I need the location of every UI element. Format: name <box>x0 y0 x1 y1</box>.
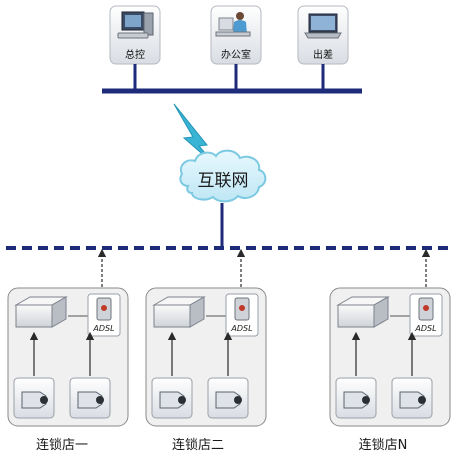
desktop-computer-icon <box>117 11 154 39</box>
camera-lens <box>362 396 370 404</box>
modem-led <box>101 305 107 311</box>
modem-led <box>239 305 245 311</box>
store-label-1: 连锁店一 <box>36 437 88 453</box>
store-panel-2: ADSL <box>145 248 267 427</box>
dvr-box-side <box>189 296 205 328</box>
adsl-label: ADSL <box>414 324 436 333</box>
top-bus <box>102 64 362 94</box>
top-node-office: 办公室 <box>210 5 262 65</box>
adsl-label: ADSL <box>230 324 252 333</box>
internet-label: 互联网 <box>198 171 249 191</box>
camera-lens <box>40 396 48 404</box>
dvr-box-front <box>153 304 191 328</box>
dvr-box-front <box>337 304 375 328</box>
top-node-hq: 总控 <box>109 5 161 65</box>
camera-icon <box>21 391 47 409</box>
top-node-travel: 出差 <box>297 5 349 65</box>
laptop-icon <box>304 13 342 39</box>
store-panel-1: ADSL <box>7 248 129 427</box>
dvr-box-side <box>51 296 67 328</box>
camera-icon <box>399 391 425 409</box>
camera-lens <box>96 396 104 404</box>
store-label-3: 连锁店N <box>359 437 408 453</box>
top-node-label: 总控 <box>125 48 145 61</box>
dvr-box-front <box>15 304 53 328</box>
cloud-icon <box>179 149 267 203</box>
store-label-2: 连锁店二 <box>172 437 224 453</box>
dvr-box-side <box>373 296 389 328</box>
internet-cloud: 互联网 <box>179 149 267 203</box>
camera-icon <box>343 391 369 409</box>
camera-icon <box>159 391 185 409</box>
camera-lens <box>234 396 242 404</box>
modem-led <box>423 305 429 311</box>
camera-icon <box>215 391 241 409</box>
camera-lens <box>418 396 426 404</box>
stores-layer: ADSL ADSL ADSL <box>7 248 451 427</box>
camera-lens <box>178 396 186 404</box>
top-node-label: 办公室 <box>221 48 251 61</box>
office-worker-computer-icon <box>215 12 251 37</box>
store-panel-3: ADSL <box>329 248 451 427</box>
adsl-label: ADSL <box>92 324 114 333</box>
camera-icon <box>77 391 103 409</box>
top-node-label: 出差 <box>313 48 333 61</box>
